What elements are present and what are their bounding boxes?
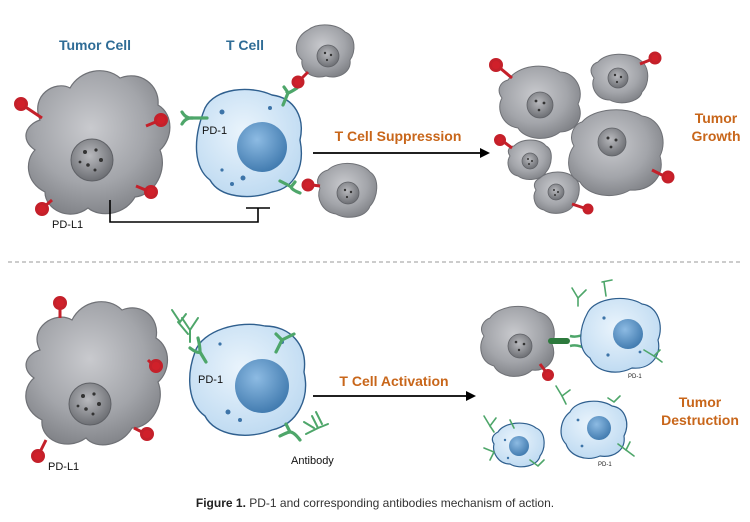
t-cell-icon [491,422,545,468]
suppression-arrow [313,148,490,158]
mini-pd1-label: PD-1 [598,462,612,468]
tumor-destruction-label-line1: Tumor [679,394,722,410]
figure-caption: Figure 1. PD-1 and corresponding antibod… [0,496,750,510]
pdl1-ligand-icon [31,296,163,463]
tumor-cell-icon [25,301,169,446]
tumor-growth-label-line2: Growth [692,128,741,144]
pd1-receptor-icon [180,85,302,195]
pdl1-label: PD-L1 [52,219,83,231]
caption-prefix: Figure 1. [195,496,246,510]
tumor-cell-icon [533,171,580,214]
inhibition-connector [109,200,270,223]
pdl1-ligand-icon [291,70,310,89]
pdl1-ligand-icon [301,178,321,192]
tumor-cell-icon [590,53,649,104]
activation-arrow [313,391,476,401]
tumor-cell-icon [480,305,555,377]
tumor-growth-label-line1: Tumor [695,110,738,126]
pdl1-label: PD-L1 [48,461,79,473]
tumor-growth-cluster [489,51,675,215]
caption-text: PD-1 and corresponding antibodies mechan… [245,496,555,510]
activation-label: T Cell Activation [339,373,448,389]
pd1-label: PD-1 [198,374,223,386]
t-cell-icon [195,88,302,198]
tumor-cell-icon [295,24,355,78]
tumor-cell-icon [568,109,664,197]
tumor-cell-label: Tumor Cell [59,37,131,53]
tumor-cell-icon [25,70,171,215]
tumor-destruction-label-line2: Destruction [661,412,739,428]
pd1-receptor-icon [188,332,302,442]
mini-pd1-label: PD-1 [628,374,642,380]
tumor-cell-icon [498,65,581,139]
antibody-icon [483,279,663,468]
t-cell-label: T Cell [226,37,264,53]
t-cell-icon [560,400,628,459]
tumor-cell-icon [507,139,552,180]
pdl1-ligand-icon [489,51,675,215]
antibody-icon [171,309,329,435]
antibody-label: Antibody [291,455,334,467]
pdl1-ligand-icon [538,363,554,381]
pd1-label: PD-1 [202,125,227,137]
t-cell-icon [580,297,661,373]
suppression-label: T Cell Suppression [335,128,462,144]
pdl1-ligand-icon [14,97,168,216]
tumor-cell-icon [317,163,378,218]
tumor-destruction-cluster [480,279,663,468]
